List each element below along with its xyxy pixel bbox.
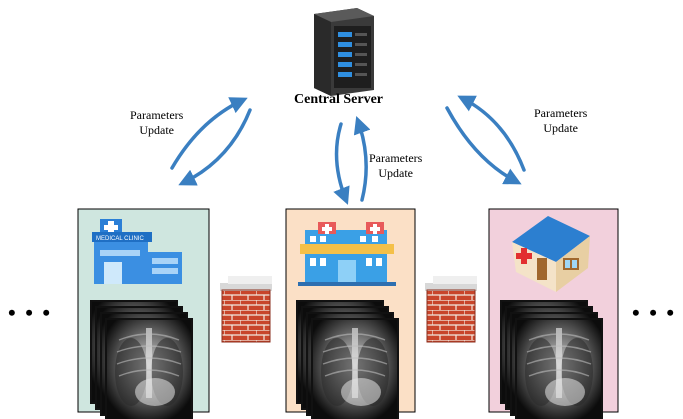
hospital-icon — [298, 222, 396, 286]
link-label-line1: Parameters — [534, 106, 588, 120]
link-label-line1: Parameters — [369, 151, 423, 165]
link-label-line2: Update — [543, 121, 578, 135]
right-link-arrows — [445, 95, 526, 185]
link-label-middle: Parameters Update — [369, 151, 422, 181]
server-label: Central Server — [294, 92, 384, 107]
link-label-line2: Update — [139, 123, 174, 137]
firewall-icon — [425, 276, 477, 343]
ellipsis-left: • • • — [8, 300, 53, 325]
server-icon — [314, 8, 374, 96]
left-link-arrows — [170, 97, 252, 186]
ellipsis-right: • • • — [632, 300, 677, 325]
link-label-line2: Update — [378, 166, 413, 180]
clinic-sign: MEDICAL CLINIC — [96, 236, 144, 242]
link-label-right: Parameters Update — [534, 106, 587, 136]
xray-stack-icon — [295, 299, 400, 419]
firewall-icon — [220, 276, 272, 343]
house-clinic-icon — [512, 216, 590, 292]
middle-link-arrows — [333, 116, 371, 205]
xray-stack-icon — [89, 299, 194, 419]
xray-stack-icon — [499, 299, 604, 419]
link-label-left: Parameters Update — [130, 108, 183, 138]
link-label-line1: Parameters — [130, 108, 184, 122]
clinic-icon: MEDICAL CLINIC — [92, 219, 182, 284]
